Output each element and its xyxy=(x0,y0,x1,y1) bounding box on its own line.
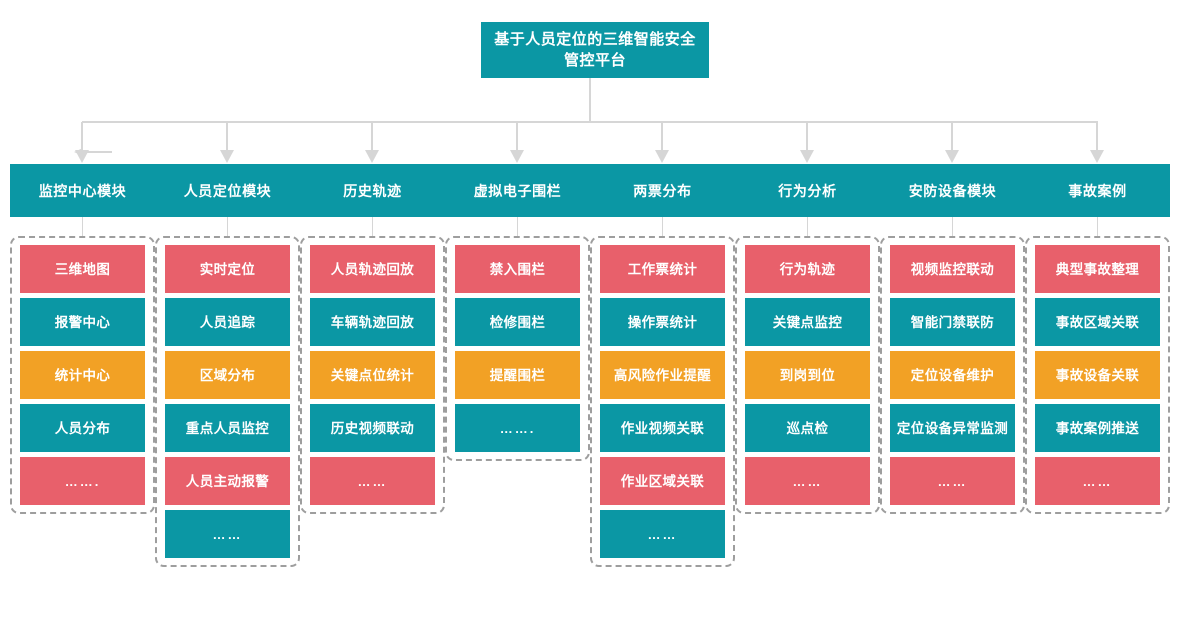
column-header-1[interactable]: 监控中心模块 xyxy=(10,164,155,217)
column-connector-1 xyxy=(82,217,83,236)
item-box[interactable]: 人员主动报警 xyxy=(165,457,290,505)
column-header-4[interactable]: 虚拟电子围栏 xyxy=(445,164,590,217)
column-header-3[interactable]: 历史轨迹 xyxy=(300,164,445,217)
column-group-7: 视频监控联动智能门禁联防定位设备维护定位设备异常监测 …… xyxy=(880,236,1025,514)
item-box[interactable]: 典型事故整理 xyxy=(1035,245,1160,293)
item-box[interactable]: 事故区域关联 xyxy=(1035,298,1160,346)
item-box[interactable]: 关键点位统计 xyxy=(310,351,435,399)
column-group-2: 实时定位人员追踪区域分布重点人员监控人员主动报警 …… xyxy=(155,236,300,567)
item-box[interactable]: 事故设备关联 xyxy=(1035,351,1160,399)
column-6: 行为分析行为轨迹关键点监控到岗到位巡点检 …… xyxy=(735,164,880,514)
root-title-box: 基于人员定位的三维智能安全管控平台 xyxy=(481,22,709,78)
column-header-8[interactable]: 事故案例 xyxy=(1025,164,1170,217)
item-box[interactable]: 作业视频关联 xyxy=(600,404,725,452)
column-group-4: 禁入围栏检修围栏提醒围栏 ……. xyxy=(445,236,590,461)
column-group-6: 行为轨迹关键点监控到岗到位巡点检 …… xyxy=(735,236,880,514)
item-box[interactable]: 人员分布 xyxy=(20,404,145,452)
item-more[interactable]: …… xyxy=(165,510,290,558)
item-box[interactable]: 定位设备异常监测 xyxy=(890,404,1015,452)
item-more[interactable]: …… xyxy=(745,457,870,505)
column-header-6[interactable]: 行为分析 xyxy=(735,164,880,217)
item-more[interactable]: …… xyxy=(310,457,435,505)
item-box[interactable]: 工作票统计 xyxy=(600,245,725,293)
column-1: 监控中心模块三维地图报警中心统计中心人员分布 ……. xyxy=(10,164,155,514)
item-box[interactable]: 人员追踪 xyxy=(165,298,290,346)
column-group-3: 人员轨迹回放车辆轨迹回放关键点位统计历史视频联动 …… xyxy=(300,236,445,514)
item-box[interactable]: 到岗到位 xyxy=(745,351,870,399)
item-box[interactable]: 提醒围栏 xyxy=(455,351,580,399)
column-header-5[interactable]: 两票分布 xyxy=(590,164,735,217)
item-box[interactable]: 定位设备维护 xyxy=(890,351,1015,399)
item-box[interactable]: 作业区域关联 xyxy=(600,457,725,505)
column-connector-8 xyxy=(1097,217,1098,236)
item-box[interactable]: 巡点检 xyxy=(745,404,870,452)
column-group-5: 工作票统计操作票统计高风险作业提醒作业视频关联作业区域关联 …… xyxy=(590,236,735,567)
item-box[interactable]: 统计中心 xyxy=(20,351,145,399)
column-group-8: 典型事故整理事故区域关联事故设备关联事故案例推送 …… xyxy=(1025,236,1170,514)
item-box[interactable]: 报警中心 xyxy=(20,298,145,346)
item-box[interactable]: 视频监控联动 xyxy=(890,245,1015,293)
item-box[interactable]: 关键点监控 xyxy=(745,298,870,346)
item-more[interactable]: ……. xyxy=(455,404,580,452)
item-box[interactable]: 高风险作业提醒 xyxy=(600,351,725,399)
column-8: 事故案例典型事故整理事故区域关联事故设备关联事故案例推送 …… xyxy=(1025,164,1170,514)
column-4: 虚拟电子围栏禁入围栏检修围栏提醒围栏 ……. xyxy=(445,164,590,461)
item-box[interactable]: 人员轨迹回放 xyxy=(310,245,435,293)
column-connector-4 xyxy=(517,217,518,236)
item-box[interactable]: 区域分布 xyxy=(165,351,290,399)
column-connector-7 xyxy=(952,217,953,236)
item-box[interactable]: 禁入围栏 xyxy=(455,245,580,293)
item-box[interactable]: 智能门禁联防 xyxy=(890,298,1015,346)
item-box[interactable]: 行为轨迹 xyxy=(745,245,870,293)
item-box[interactable]: 实时定位 xyxy=(165,245,290,293)
column-header-2[interactable]: 人员定位模块 xyxy=(155,164,300,217)
item-box[interactable]: 检修围栏 xyxy=(455,298,580,346)
column-group-1: 三维地图报警中心统计中心人员分布 ……. xyxy=(10,236,155,514)
item-box[interactable]: 事故案例推送 xyxy=(1035,404,1160,452)
column-2: 人员定位模块实时定位人员追踪区域分布重点人员监控人员主动报警 …… xyxy=(155,164,300,567)
item-more[interactable]: …… xyxy=(1035,457,1160,505)
item-box[interactable]: 历史视频联动 xyxy=(310,404,435,452)
column-header-7[interactable]: 安防设备模块 xyxy=(880,164,1025,217)
column-connector-6 xyxy=(807,217,808,236)
item-box[interactable]: 重点人员监控 xyxy=(165,404,290,452)
column-connector-2 xyxy=(227,217,228,236)
item-more[interactable]: ……. xyxy=(20,457,145,505)
item-more[interactable]: …… xyxy=(890,457,1015,505)
column-3: 历史轨迹人员轨迹回放车辆轨迹回放关键点位统计历史视频联动 …… xyxy=(300,164,445,514)
column-7: 安防设备模块视频监控联动智能门禁联防定位设备维护定位设备异常监测 …… xyxy=(880,164,1025,514)
item-more[interactable]: …… xyxy=(600,510,725,558)
item-box[interactable]: 三维地图 xyxy=(20,245,145,293)
item-box[interactable]: 操作票统计 xyxy=(600,298,725,346)
column-connector-5 xyxy=(662,217,663,236)
column-5: 两票分布工作票统计操作票统计高风险作业提醒作业视频关联作业区域关联 …… xyxy=(590,164,735,567)
column-connector-3 xyxy=(372,217,373,236)
item-box[interactable]: 车辆轨迹回放 xyxy=(310,298,435,346)
